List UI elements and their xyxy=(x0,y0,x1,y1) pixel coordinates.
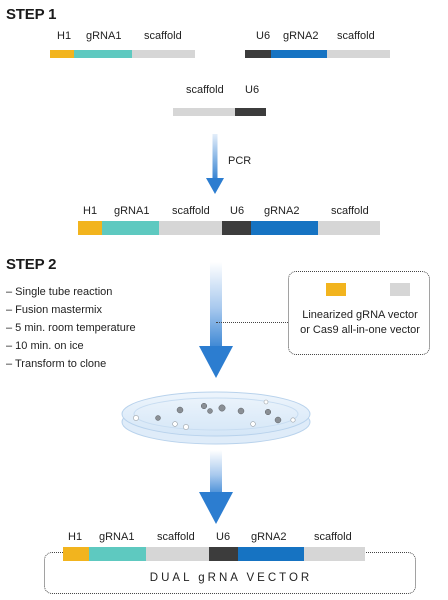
scaffold-segment xyxy=(173,108,235,116)
h1-segment xyxy=(50,50,74,58)
vector-note-line2: or Cas9 all-in-one vector xyxy=(300,324,420,336)
fragment-a-bar xyxy=(50,50,195,58)
pcr-label: PCR xyxy=(228,155,252,167)
vector-note-line1: Linearized gRNA vector xyxy=(302,309,418,321)
final-grna2-label: gRNA2 xyxy=(251,531,287,543)
protocol-step: – 5 min. room temperature xyxy=(6,322,136,334)
step2-title: STEP 2 xyxy=(6,256,57,273)
grna1-segment xyxy=(89,547,146,561)
scaffold-segment xyxy=(318,221,380,235)
final-scaffold-label: scaffold xyxy=(157,531,195,543)
final-grna1-label: gRNA1 xyxy=(99,531,135,543)
vector-note-box xyxy=(288,271,430,355)
grna2-segment xyxy=(251,221,318,235)
grna2-segment xyxy=(271,50,327,58)
frag-b-u6-label: U6 xyxy=(256,30,271,42)
protocol-step: – Fusion mastermix xyxy=(6,304,102,316)
arrow-down-icon xyxy=(199,262,233,378)
frag-c-u6-label: U6 xyxy=(245,84,260,96)
frag-a-grna1-label: gRNA1 xyxy=(86,30,122,42)
final-h1-label: H1 xyxy=(68,531,83,543)
protocol-step: – Single tube reaction xyxy=(6,286,113,298)
fragment-c-bar xyxy=(173,108,266,116)
step1-title: STEP 1 xyxy=(6,6,57,23)
scaffold-segment xyxy=(146,547,209,561)
arrow-down-icon xyxy=(206,134,224,194)
protocol-list: – Single tube reaction – Fusion mastermi… xyxy=(6,283,136,373)
h1-segment xyxy=(78,221,102,235)
merged-u6-label: U6 xyxy=(230,205,245,217)
merged-fragment-bar xyxy=(78,221,380,235)
grna1-segment xyxy=(102,221,159,235)
protocol-step: – Transform to clone xyxy=(6,358,107,370)
grna2-segment xyxy=(238,547,304,561)
h1-segment xyxy=(63,547,89,561)
frag-b-grna2-label: gRNA2 xyxy=(283,30,319,42)
merged-scaffold-label: scaffold xyxy=(172,205,210,217)
final-vector-bar xyxy=(63,547,365,561)
arrow-down-icon xyxy=(199,450,233,524)
final-scaffold2-label: scaffold xyxy=(314,531,352,543)
fragment-b-bar xyxy=(245,50,390,58)
vector-note-text: Linearized gRNA vector or Cas9 all-in-on… xyxy=(292,308,428,338)
u6-segment xyxy=(245,50,271,58)
merged-scaffold2-label: scaffold xyxy=(331,205,369,217)
merged-h1-label: H1 xyxy=(83,205,98,217)
scaffold-segment xyxy=(304,547,365,561)
final-u6-label: U6 xyxy=(216,531,231,543)
grna1-segment xyxy=(74,50,132,58)
frag-b-scaffold-label: scaffold xyxy=(337,30,375,42)
merged-grna2-label: gRNA2 xyxy=(264,205,300,217)
scaffold-segment xyxy=(327,50,390,58)
vector-end-b xyxy=(390,283,410,296)
u6-segment xyxy=(235,108,266,116)
protocol-step: – 10 min. on ice xyxy=(6,340,84,352)
scaffold-segment xyxy=(159,221,222,235)
connector-line xyxy=(216,322,288,323)
frag-a-scaffold-label: scaffold xyxy=(144,30,182,42)
frag-a-h1-label: H1 xyxy=(57,30,72,42)
u6-segment xyxy=(222,221,251,235)
merged-grna1-label: gRNA1 xyxy=(114,205,150,217)
petri-dish-icon xyxy=(121,391,311,445)
vector-end-a xyxy=(326,283,346,296)
scaffold-segment xyxy=(132,50,195,58)
dual-vector-label: DUAL gRNA VECTOR xyxy=(149,572,313,584)
u6-segment xyxy=(209,547,238,561)
frag-c-scaffold-label: scaffold xyxy=(186,84,224,96)
